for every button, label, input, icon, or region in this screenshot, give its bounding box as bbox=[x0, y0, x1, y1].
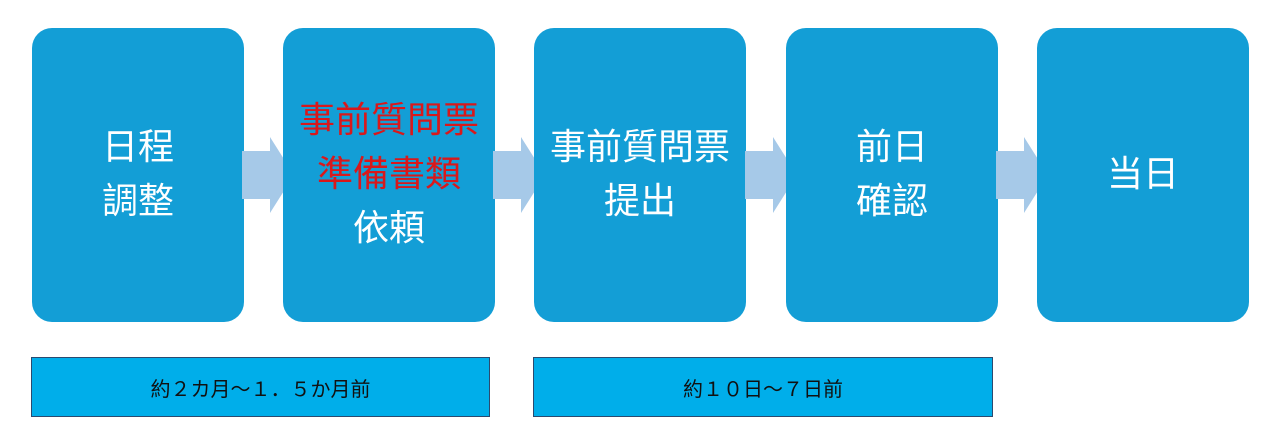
step-box-questionnaire-submission: 事前質問票 提出 bbox=[534, 28, 746, 322]
step-label-line: 調整 bbox=[101, 181, 174, 222]
step-label-line: 確認 bbox=[855, 181, 928, 222]
step-box-event-day: 当日 bbox=[1037, 28, 1249, 322]
step-label-line-highlighted: 事前質問票 bbox=[298, 100, 479, 141]
step-box-questionnaire-request: 事前質問票 準備書類 依頼 bbox=[283, 28, 495, 322]
step-label-line: 当日 bbox=[1106, 154, 1179, 195]
step-label-line: 事前質問票 bbox=[549, 127, 730, 168]
arrow-right-icon bbox=[493, 137, 545, 213]
arrow-right-icon bbox=[996, 137, 1048, 213]
step-box-schedule-adjustment: 日程 調整 bbox=[32, 28, 244, 322]
step-box-day-before-confirmation: 前日 確認 bbox=[786, 28, 998, 322]
arrow-right-icon bbox=[242, 137, 294, 213]
arrow-right-icon bbox=[745, 137, 797, 213]
step-label-line: 前日 bbox=[855, 127, 928, 168]
step-label-line: 日程 bbox=[101, 127, 174, 168]
period-bar-late: 約１０日～７日前 bbox=[533, 357, 993, 417]
period-label: 約１０日～７日前 bbox=[683, 376, 843, 401]
step-label-line-highlighted: 準備書類 bbox=[316, 154, 461, 195]
period-bar-early: 約２カ月～１．５か月前 bbox=[31, 357, 490, 417]
step-label-line: 依頼 bbox=[352, 208, 425, 249]
step-label-line: 提出 bbox=[603, 181, 676, 222]
period-label: 約２カ月～１．５か月前 bbox=[150, 376, 371, 401]
